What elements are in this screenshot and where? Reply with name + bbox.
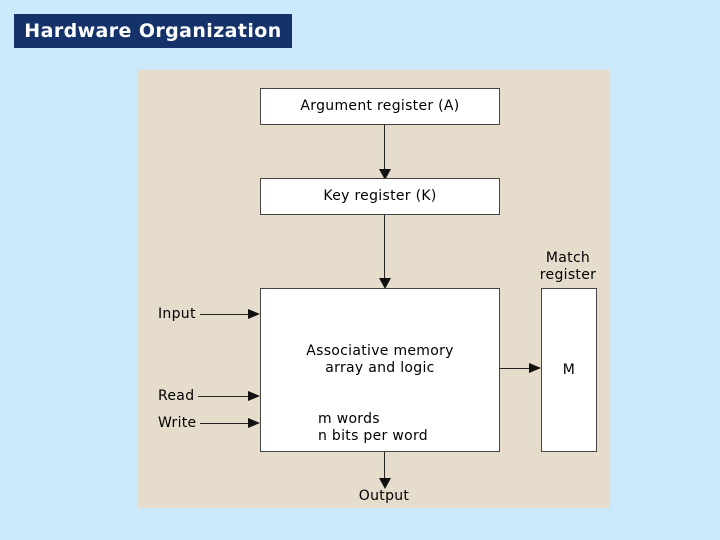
read-arrow-head (248, 391, 260, 401)
output-arrow-line (384, 452, 385, 478)
match-register-box: M (541, 288, 597, 452)
diagram-panel: Argument register (A) Key register (K) M… (138, 70, 610, 508)
memory-label-line1: Associative memory (306, 343, 454, 359)
memory-label-line3: m words (318, 411, 380, 427)
write-arrow-head (248, 418, 260, 428)
write-arrow-line (200, 423, 248, 424)
read-arrow-line (198, 396, 248, 397)
memory-label-line2: array and logic (325, 360, 435, 376)
memory-label-line4: n bits per word (318, 428, 428, 444)
write-label: Write (158, 415, 197, 431)
associative-memory-box: Associative memory array and logic m wor… (260, 288, 500, 452)
match-register-label-line2: register (539, 267, 597, 283)
arrow-k-to-memory-line (384, 215, 385, 278)
arrow-a-to-k-head (379, 169, 391, 180)
arrow-k-to-memory-head (379, 278, 391, 289)
arrow-memory-to-match-head (529, 363, 541, 373)
key-register-box: Key register (K) (260, 178, 500, 215)
read-label: Read (158, 388, 195, 404)
slide-title-bar: Hardware Organization (14, 14, 292, 48)
match-register-content: M (562, 362, 576, 378)
input-arrow-head (248, 309, 260, 319)
input-arrow-line (200, 314, 248, 315)
match-register-label-line1: Match (545, 250, 591, 266)
output-label: Output (358, 488, 410, 504)
arrow-a-to-k-line (384, 125, 385, 169)
arrow-memory-to-match-line (500, 368, 529, 369)
slide-title: Hardware Organization (24, 20, 282, 42)
key-register-label: Key register (K) (323, 188, 437, 204)
argument-register-box: Argument register (A) (260, 88, 500, 125)
output-arrow-head (379, 478, 391, 489)
input-label: Input (158, 306, 196, 322)
argument-register-label: Argument register (A) (300, 98, 460, 114)
